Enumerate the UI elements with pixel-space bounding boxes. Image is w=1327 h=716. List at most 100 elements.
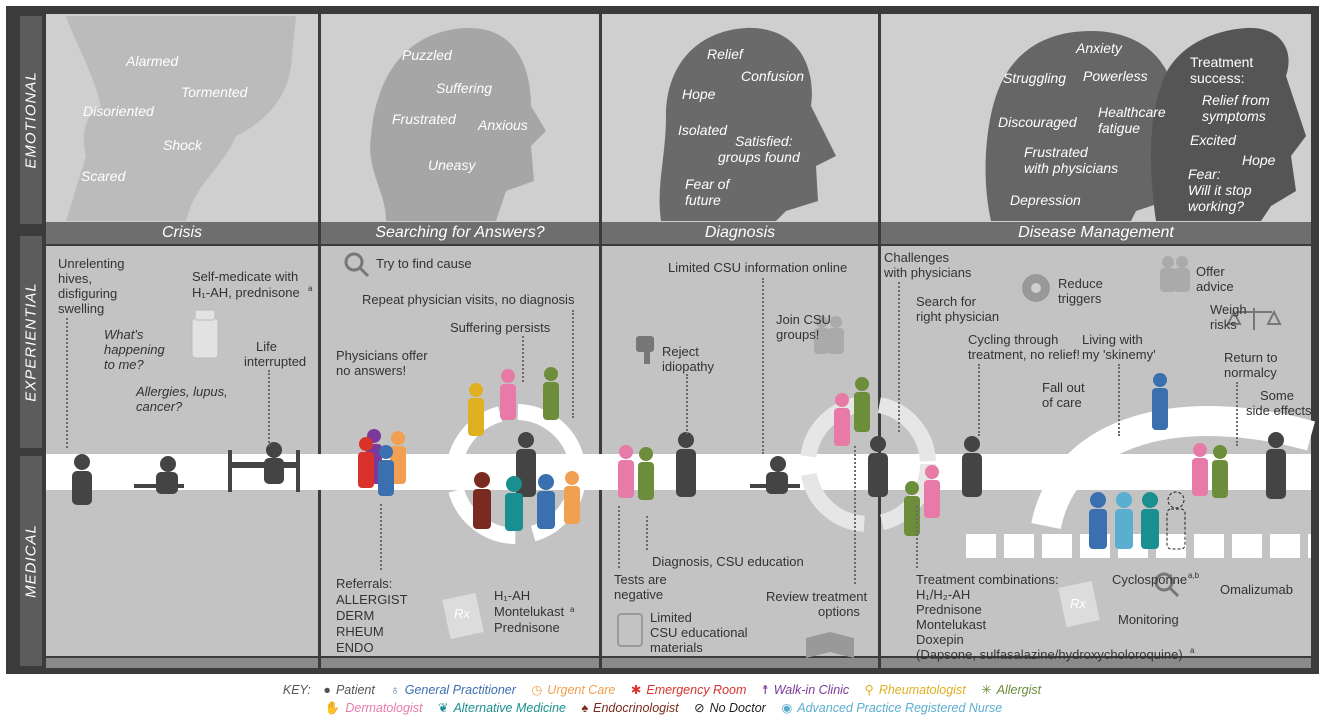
patient-figure-management-3	[1266, 432, 1286, 499]
emotion-isolated: Isolated	[678, 122, 728, 138]
emotion-with-physicians: with physicians	[1024, 160, 1119, 176]
legend-key-row2: ✋Dermatologist ❦Alternative Medicine ♠En…	[0, 700, 1327, 716]
exp-mgmt-risks: risks	[1210, 317, 1237, 332]
emotion-symptoms: symptoms	[1202, 108, 1266, 124]
patient-figure-management-2	[962, 436, 982, 497]
med-mgmt-doxepin: Doxepin	[916, 632, 964, 647]
exp-search-find-cause: Try to find cause	[376, 256, 472, 271]
scales-icon	[1226, 308, 1282, 330]
med-mgmt-superscript-ab: a,b	[1188, 571, 1200, 580]
med-diag-limited: Limited	[650, 610, 692, 625]
key-patient: ●Patient	[320, 683, 377, 697]
med-search-montelukast: Montelukast	[494, 604, 565, 619]
bed-figure	[228, 442, 300, 492]
key-walk-in: ☨Walk-in Clinic	[759, 683, 852, 697]
key-derm-label: Dermatologist	[345, 701, 423, 715]
exp-mgmt-triggers: triggers	[1058, 291, 1102, 306]
exp-mgmt-of-care: of care	[1042, 395, 1082, 410]
med-mgmt-rx-label: Rx	[1070, 596, 1086, 611]
management-head-silhouette-right	[1151, 27, 1306, 221]
key-patient-label: Patient	[335, 683, 375, 697]
exp-crisis-cancer: cancer?	[136, 399, 183, 414]
emotion-scared: Scared	[81, 168, 126, 184]
doctor-derm-diag	[618, 445, 634, 498]
exp-diag-join-csu: Join CSU	[776, 312, 831, 327]
emotion-healthcare: Healthcare	[1098, 104, 1166, 120]
emotion-discouraged: Discouraged	[998, 114, 1077, 130]
gland-icon: ♠	[581, 701, 589, 715]
key-walkin-label: Walk-in Clinic	[773, 683, 850, 697]
exp-crisis-life: Life	[256, 339, 277, 354]
doctor-alternative-medicine	[505, 476, 523, 531]
doctor-altmed-mgmt	[1141, 492, 1159, 549]
exp-search-physicians-offer: Physicians offer	[336, 348, 428, 363]
emotion-shock: Shock	[163, 137, 202, 153]
key-gp-label: General Practitioner	[404, 683, 516, 697]
exp-mgmt-cycling: Cycling through	[968, 332, 1059, 347]
exp-diag-reject: Reject	[662, 344, 699, 359]
key-endo: ♠Endocrinologist	[578, 701, 681, 715]
exp-mgmt-right-physician: right physician	[916, 309, 1000, 324]
key-label: KEY:	[282, 683, 311, 697]
connector-15	[1236, 382, 1238, 446]
key-er: ✱Emergency Room	[628, 683, 750, 697]
connector-14	[1118, 364, 1120, 436]
connector-4	[522, 336, 524, 382]
exp-mgmt-weigh: Weigh	[1210, 302, 1247, 317]
exp-crisis-allergies: Allergies, lupus,	[136, 384, 228, 399]
med-diag-materials: materials	[650, 640, 703, 655]
med-mgmt-superscript-a: a	[1190, 646, 1195, 655]
doctor-allergist-diag-2	[854, 377, 870, 432]
exp-mgmt-offer: Offer	[1196, 264, 1225, 279]
exp-search-no-answers: no answers!	[336, 363, 407, 378]
med-mgmt-montelukast: Montelukast	[916, 617, 987, 632]
doctor-allergist-diag	[638, 447, 654, 500]
key-no-doctor: ⊘No Doctor	[691, 701, 769, 715]
med-mgmt-omalizumab: Omalizumab	[1220, 582, 1293, 597]
journey-road	[46, 252, 1316, 658]
med-search-superscript-a: a	[570, 605, 575, 614]
emotion-success: success:	[1190, 70, 1245, 86]
magnifier-icon-searching	[344, 252, 370, 278]
bottom-strip-searching	[321, 658, 599, 668]
emotion-hope-right: Hope	[1242, 152, 1276, 168]
connector-3	[380, 504, 382, 570]
key-aprn-label: Advanced Practice Registered Nurse	[797, 701, 1003, 715]
med-search-rx-label: Rx	[454, 606, 470, 621]
connector-5	[572, 310, 574, 418]
bottom-strip-diagnosis	[602, 658, 878, 668]
connector-6	[762, 278, 764, 454]
exp-search-repeat-visits: Repeat physician visits, no diagnosis	[362, 292, 575, 307]
leaf-icon: ❦	[437, 701, 449, 715]
emotion-relief-from: Relief from	[1202, 92, 1270, 108]
emotion-anxious: Anxious	[478, 117, 528, 133]
emotion-hope: Hope	[682, 86, 716, 102]
doctor-general-practitioner	[378, 445, 394, 496]
nurse-icon: ◉	[781, 701, 793, 715]
doctor-rheumatologist	[468, 383, 484, 436]
cycle-searching	[446, 404, 586, 544]
med-search-rheum: RHEUM	[336, 624, 384, 639]
key-altmed-label: Alternative Medicine	[453, 701, 566, 715]
exp-mgmt-challenges: Challenges	[884, 250, 950, 265]
doctor-gp-mgmt-2	[1089, 492, 1107, 549]
exp-mgmt-living-with: Living with	[1082, 332, 1143, 347]
clipboard-icon	[617, 613, 643, 647]
row-label-experiential: EXPERIENTIAL	[20, 236, 42, 448]
emotion-relief: Relief	[707, 46, 743, 62]
stethoscope-icon: ♁	[390, 683, 400, 697]
med-diag-negative: negative	[614, 587, 664, 602]
emotion-struggling: Struggling	[1003, 70, 1067, 86]
thumbs-down-icon	[636, 336, 654, 364]
exp-mgmt-no-relief: treatment, no relief!	[968, 347, 1080, 362]
emotion-depression: Depression	[1010, 192, 1081, 208]
emotion-groups-found: groups found	[718, 149, 800, 165]
cycle-diagnosis	[800, 396, 936, 532]
key-allergist: ✳Allergist	[978, 683, 1044, 697]
patient-figure-crisis-2	[134, 456, 184, 494]
doctor-derm-mgmt-2	[1192, 443, 1208, 496]
emotion-working: working?	[1188, 198, 1245, 214]
patient-figure-diagnosis-2	[750, 456, 800, 494]
doctor-emergency-room	[358, 437, 374, 488]
connector-11	[898, 282, 900, 432]
